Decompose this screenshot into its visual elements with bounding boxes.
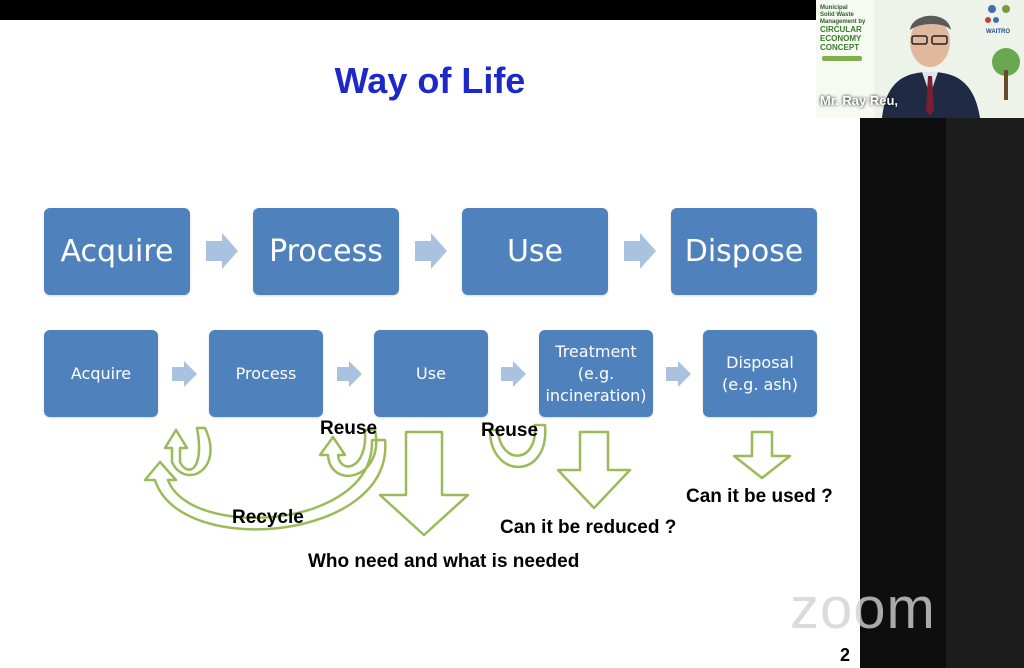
row2-process-box: Process <box>209 330 323 417</box>
slide-title: Way of Life <box>334 60 526 101</box>
treatment-line2: (e.g. <box>577 363 615 383</box>
reuse-loop-arrow-2 <box>488 423 547 469</box>
reuse-loop-arrow-1 <box>318 428 378 477</box>
speaker-video-frame: Municipal Solid Waste Management by CIRC… <box>816 0 1024 118</box>
treatment-line1: Treatment <box>555 341 637 361</box>
row2-use-box: Use <box>374 330 488 417</box>
row1-arrow-1 <box>206 233 238 269</box>
reuse-label-2: Reuse <box>481 420 539 441</box>
recycle-label: Recycle <box>232 507 304 528</box>
disposal-line2: (e.g. ash) <box>721 374 799 394</box>
banner-line-5: ECONOMY <box>820 34 862 43</box>
row1-process-box: Process <box>253 208 399 295</box>
row1-acquire-box: Acquire <box>44 208 190 295</box>
who-need-down-arrow <box>378 430 470 537</box>
row2-disposal-box: Disposal (e.g. ash) <box>703 330 817 417</box>
used-label: Can it be used ? <box>686 486 833 507</box>
reduced-down-arrow <box>556 430 632 510</box>
acquire-loop-arrow <box>163 426 212 477</box>
banner-line-2: Solid Waste <box>820 12 854 18</box>
used-down-arrow <box>732 430 792 480</box>
who-need-label: Who need and what is needed <box>308 551 580 572</box>
recycle-loop-arrow <box>143 438 387 531</box>
banner-line-3: Management by <box>820 19 866 25</box>
page-number: 2 <box>840 645 851 665</box>
participant-panel-secondary <box>946 118 1024 668</box>
row1-use-box: Use <box>462 208 608 295</box>
row2-treatment-box: Treatment (e.g. incineration) <box>539 330 653 417</box>
reuse-label-1: Reuse <box>320 418 378 439</box>
reduced-label: Can it be reduced ? <box>500 517 677 538</box>
row1-arrow-3 <box>624 233 656 269</box>
row1-arrow-2 <box>415 233 447 269</box>
row2-arrow-3 <box>501 361 526 387</box>
banner-line-4: CIRCULAR <box>820 25 862 34</box>
row2-acquire-box: Acquire <box>44 330 158 417</box>
treatment-line3: incineration) <box>545 385 647 405</box>
banner-line-1: Municipal <box>820 5 848 11</box>
row2-arrow-2 <box>337 361 362 387</box>
speaker-name-label: Mr. Ray Reu, <box>820 93 899 108</box>
speaker-video[interactable]: Municipal Solid Waste Management by CIRC… <box>816 0 1024 118</box>
zoom-watermark: zoom <box>790 576 936 641</box>
waitro-logo-text: WAITRO <box>986 29 1010 35</box>
row2-arrow-1 <box>172 361 197 387</box>
banner-line-6: CONCEPT <box>820 43 859 52</box>
row1-dispose-box: Dispose <box>671 208 817 295</box>
top-black-bar <box>0 0 1024 20</box>
flow-arrows <box>143 233 792 537</box>
row2-arrow-4 <box>666 361 691 387</box>
disposal-line1: Disposal <box>726 352 794 372</box>
